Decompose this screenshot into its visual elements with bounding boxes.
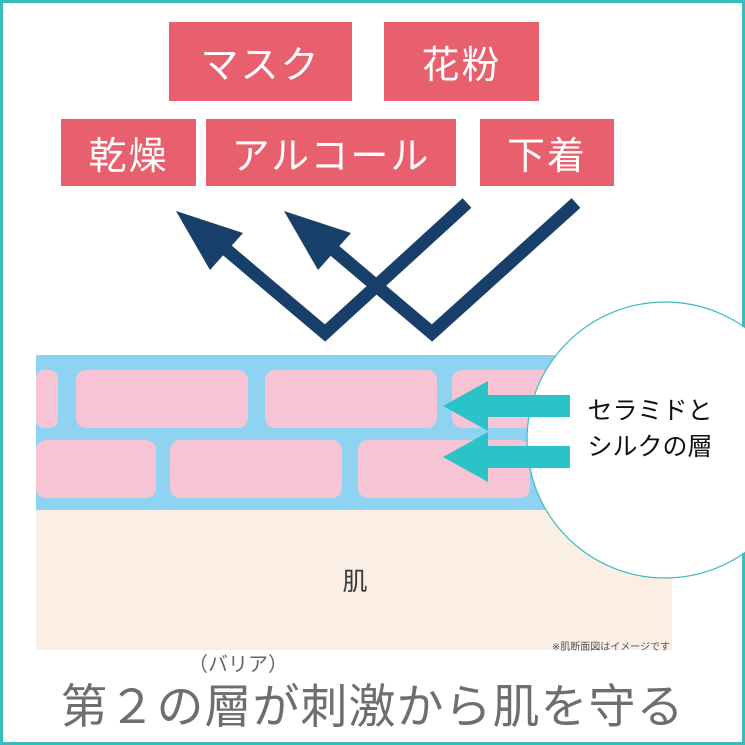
irritant-tag-underwear: 下着 — [480, 119, 614, 186]
arrow-head-icon — [176, 211, 243, 270]
barrier-cell — [265, 370, 437, 428]
irritant-tag-dryness: 乾燥 — [61, 119, 196, 186]
arrow-head-icon — [284, 211, 351, 270]
image-note: ※肌断面図はイメージです — [551, 642, 670, 653]
deflect-arrow-line — [210, 198, 472, 342]
barrier-arrow-shaft — [485, 446, 570, 468]
barrier-arrows — [443, 381, 570, 482]
caption-ruby: （バリア） — [188, 652, 288, 676]
barrier-arrow-shaft — [485, 395, 570, 417]
barrier-cell — [170, 440, 342, 498]
irritant-tag-pollen: 花粉 — [384, 22, 539, 101]
left-arrow-icon — [443, 432, 488, 482]
barrier-cells — [36, 370, 624, 498]
barrier-cell — [36, 440, 156, 498]
skin-label: 肌 — [342, 567, 368, 596]
left-arrow-icon — [443, 381, 488, 431]
barrier-callout-circle — [526, 301, 745, 579]
barrier-label: セラミドと シルクの層 — [587, 396, 713, 461]
deflect-arrow-line — [317, 198, 581, 342]
barrier-cell — [76, 370, 248, 428]
deflection-arrows — [210, 198, 581, 342]
irritant-tag-alcohol: アルコール — [206, 119, 456, 186]
caption-text: 第２の層が刺激から肌を守る — [60, 680, 685, 735]
barrier-cell — [36, 370, 58, 428]
irritant-tag-mask: マスク — [169, 22, 352, 101]
